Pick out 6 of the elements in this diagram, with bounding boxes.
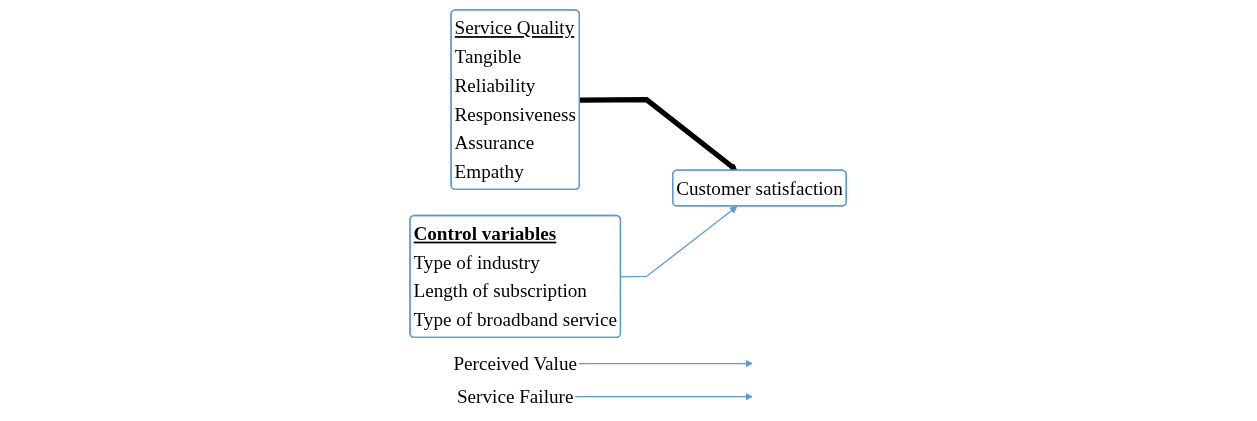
arrow	[578, 359, 754, 368]
arrow	[620, 206, 738, 278]
node-text: Perceived Value	[453, 352, 578, 375]
node-text: Service Failure	[457, 385, 574, 408]
arrow	[574, 392, 754, 401]
arrow	[580, 97, 738, 171]
